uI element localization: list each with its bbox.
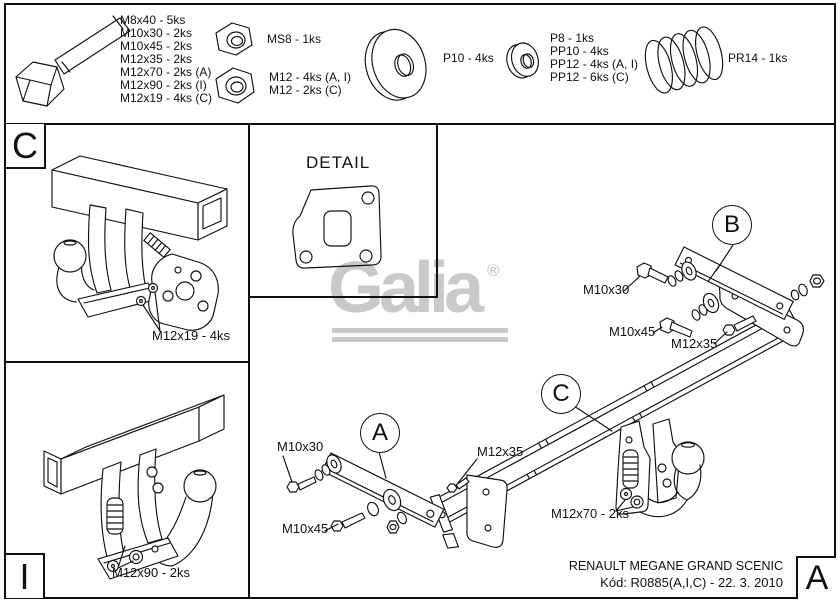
callout-c: C <box>541 374 581 414</box>
bolt-list: M8x40 - 5ks M10x30 - 2ks M10x45 - 2ks M1… <box>120 14 212 105</box>
label-m12x70: M12x70 - 2ks <box>551 506 630 521</box>
spring-pr14-drawing <box>640 24 727 96</box>
callout-b: B <box>712 205 752 245</box>
left-column-divider <box>248 124 250 597</box>
section-i-annotation: M12x90 - 2ks <box>112 565 191 580</box>
section-c-letter: C <box>12 124 38 166</box>
callout-c-letter: C <box>552 380 570 407</box>
logo-stripe-top <box>332 328 508 333</box>
label-a-m10x45: M10x45 <box>282 521 329 536</box>
bolt-item: M10x45 - 2ks <box>120 39 193 53</box>
section-c-i-divider <box>6 361 248 363</box>
section-i-drawing <box>44 395 224 579</box>
towball-c-drawing <box>574 406 704 517</box>
washer-item: PP10 - 4ks <box>550 44 609 58</box>
nut-ms8-label: MS8 - 1ks <box>267 32 322 46</box>
title-code: Kód: R0885(A,I,C) - 22. 3. 2010 <box>600 575 783 590</box>
detail-box-right-border <box>436 124 438 297</box>
bracket-b-cluster <box>624 245 824 346</box>
label-b-m10x30: M10x30 <box>583 282 630 297</box>
label-a-m10x30: M10x30 <box>277 439 324 454</box>
section-c-drawing <box>52 156 227 331</box>
bolt-drawing <box>16 16 130 106</box>
bolt-item: M8x40 - 5ks <box>120 13 186 27</box>
detail-plate-drawing <box>293 186 381 268</box>
bolt-item: M12x35 - 2ks <box>120 52 193 66</box>
bolt-item: M12x70 - 2ks (A) <box>120 65 212 79</box>
nut-m12-item: M12 - 4ks (A, I) <box>269 70 352 84</box>
callout-a-letter: A <box>371 419 388 446</box>
callout-a: A <box>360 413 400 453</box>
washer-item: PP12 - 4ks (A, I) <box>550 57 639 71</box>
brand-logo: Galia <box>328 248 484 328</box>
section-a-letterbox: A <box>796 556 836 599</box>
washer-p10-label: P10 - 4ks <box>443 51 494 65</box>
section-c-annotation: M12x19 - 4ks <box>152 328 231 343</box>
section-a-letter: A <box>805 559 829 597</box>
nut-m12-labels: M12 - 4ks (A, I) M12 - 2ks (C) <box>269 71 351 97</box>
registered-mark: ® <box>487 261 500 280</box>
label-b-m12x35: M12x35 <box>671 336 718 351</box>
detail-title: DETAIL <box>306 153 371 172</box>
section-i-letter: I <box>19 555 30 597</box>
washer-item: PP12 - 6ks (C) <box>550 70 629 84</box>
bolt-item: M12x90 - 2ks (I) <box>120 78 207 92</box>
title-vehicle: RENAULT MEGANE GRAND SCENIC <box>568 559 783 573</box>
nut-ms8-drawing <box>216 23 252 55</box>
washer-p10-drawing <box>357 22 435 107</box>
washer-p8-drawing <box>503 40 543 82</box>
bolt-item: M10x30 - 2ks <box>120 26 193 40</box>
detail-box-bottom-border <box>250 296 438 298</box>
label-b-m10x45: M10x45 <box>609 324 656 339</box>
nut-m12-drawing <box>216 68 254 103</box>
callout-b-letter: B <box>723 211 740 238</box>
section-i-letterbox: I <box>6 553 45 598</box>
bolt-item: M12x19 - 4ks (C) <box>120 91 213 105</box>
label-a-m12x35: M12x35 <box>477 444 524 459</box>
washer-small-list: P8 - 1ks PP10 - 4ks PP12 - 4ks (A, I) PP… <box>550 32 638 84</box>
logo-stripe-bottom <box>332 337 508 342</box>
outer-border <box>4 3 836 599</box>
bracket-a-cluster <box>283 452 507 547</box>
spring-pr14-label: PR14 - 1ks <box>728 51 788 65</box>
parts-strip-divider <box>5 122 835 125</box>
nut-m12-item: M12 - 2ks (C) <box>269 83 342 97</box>
section-c-letterbox: C <box>6 124 46 169</box>
washer-item: P8 - 1ks <box>550 31 595 45</box>
